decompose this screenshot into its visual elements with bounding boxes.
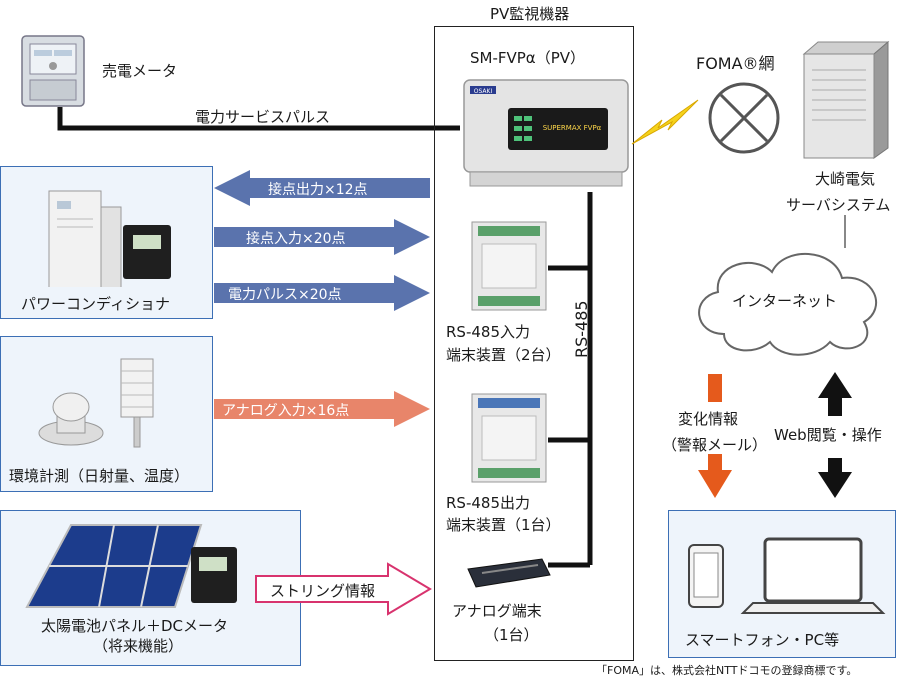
- internet-label: インターネット: [732, 292, 838, 310]
- trademark-footnote: 「FOMA」は、株式会社NTTドコモの登録商標です。: [596, 664, 858, 677]
- pulse-connection-line: [57, 107, 460, 131]
- change-info-label: 変化情報: [678, 410, 739, 428]
- internet-cloud-icon: [698, 252, 877, 356]
- alarm-mail-label: （警報メール）: [662, 436, 768, 454]
- server-image: [802, 40, 890, 159]
- web-browse-label: Web閲覧・操作: [774, 426, 882, 444]
- foma-label: FOMA®網: [696, 54, 775, 73]
- power-conditioner-label: パワーコンディショナ: [21, 295, 170, 313]
- solar-label: 太陽電池パネル＋DCメータ: [41, 617, 229, 635]
- power-conditioner-panel: パワーコンディショナ: [0, 166, 213, 319]
- mail-down-arrow: [698, 374, 732, 498]
- solar-panel-box: 太陽電池パネル＋DCメータ （将来機能）: [0, 510, 301, 666]
- power-conditioner-image: [48, 190, 171, 287]
- osaki-server: [800, 40, 892, 160]
- monitor-device-name: SM-FVPα（PV）: [470, 49, 586, 67]
- contact-out-label: 接点出力×12点: [268, 182, 368, 198]
- smartphone-pc-image: [688, 537, 886, 614]
- rs485-output-label-1: RS-485出力: [446, 494, 530, 512]
- rs485-bus-label: RS-485: [572, 300, 591, 358]
- environment-panel: 環境計測（日射量、温度）: [0, 336, 213, 492]
- rs485-input-terminal: [468, 218, 550, 314]
- foma-network-icon: [708, 82, 780, 154]
- rs485-output-terminal: [468, 390, 550, 486]
- analog-terminal-label-2: （1台）: [484, 626, 539, 644]
- controller-brand: OSAKI: [474, 88, 493, 95]
- client-devices-panel: スマートフォン・PC等: [668, 510, 896, 658]
- client-devices-label: スマートフォン・PC等: [685, 631, 840, 649]
- analog-terminal-image: [467, 558, 551, 588]
- solar-note: （将来機能）: [93, 637, 184, 655]
- monitor-group-frame: [434, 26, 634, 661]
- solar-panel-image: [25, 524, 237, 608]
- power-pulse-arrow: [214, 275, 430, 311]
- string-info-arrow: [255, 562, 432, 616]
- electricity-meter: [16, 30, 96, 110]
- rs485-input-image: [471, 221, 547, 311]
- string-info-label: ストリング情報: [270, 582, 376, 600]
- rs485-input-label-2: 端末装置（2台）: [446, 346, 561, 364]
- pulse-line-label: 電力サービスパルス: [195, 108, 331, 126]
- monitor-group-title: PV監視機器: [490, 5, 570, 23]
- controller-device: OSAKI SUPERMAX FVPα: [462, 78, 630, 193]
- rs485-output-image: [471, 393, 547, 483]
- rs485-output-label-2: 端末装置（1台）: [446, 516, 561, 534]
- web-bidirectional-arrow: [818, 372, 852, 498]
- analog-terminal: [462, 553, 554, 593]
- analog-in-label: アナログ入力×16点: [222, 403, 350, 419]
- environment-sensor-image: [38, 358, 154, 448]
- rs485-input-label-1: RS-485入力: [446, 323, 530, 341]
- contact-out-arrow: [214, 170, 430, 206]
- power-pulse-label: 電力パルス×20点: [228, 287, 342, 303]
- meter-label: 売電メータ: [102, 62, 178, 80]
- meter-image: [21, 35, 85, 107]
- server-label-2: サーバシステム: [786, 196, 891, 214]
- contact-in-arrow: [214, 219, 430, 255]
- environment-label: 環境計測（日射量、温度）: [9, 467, 190, 485]
- controller-device-image: OSAKI SUPERMAX FVPα: [463, 79, 629, 187]
- controller-model: SUPERMAX FVPα: [543, 124, 602, 132]
- wireless-bolt-icon: [631, 99, 699, 145]
- analog-in-arrow: [214, 391, 430, 427]
- server-label-1: 大崎電気: [815, 170, 876, 188]
- contact-in-label: 接点入力×20点: [246, 231, 346, 247]
- analog-terminal-label-1: アナログ端末: [452, 602, 542, 620]
